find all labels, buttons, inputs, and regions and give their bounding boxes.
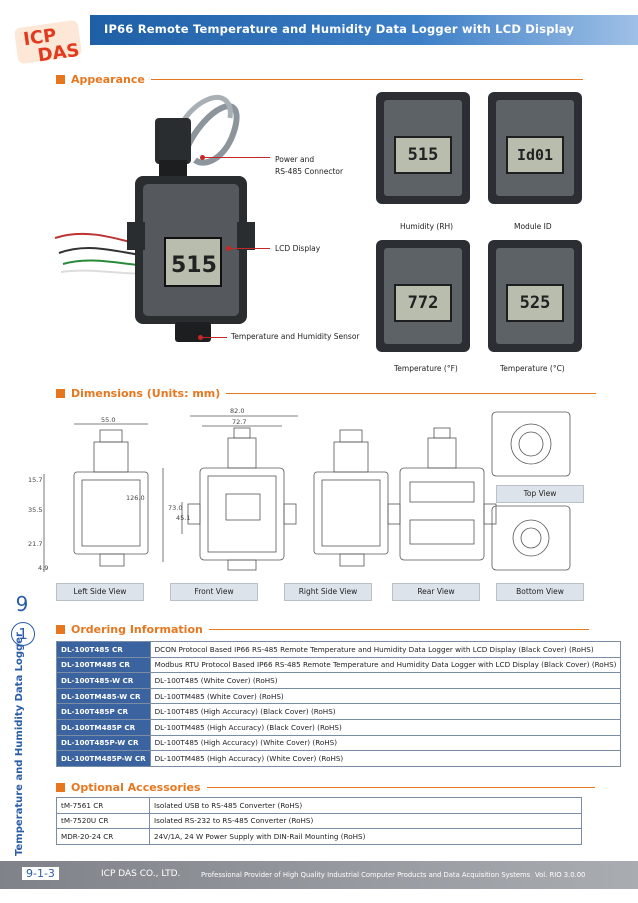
- bullet-icon: [56, 782, 65, 792]
- svg-text:21.7: 21.7: [28, 540, 42, 548]
- svg-text:45.1: 45.1: [176, 514, 190, 522]
- callout-lcd: LCD Display: [275, 244, 321, 253]
- bullet-icon: [56, 388, 65, 398]
- caption-humidity: Humidity (RH): [400, 222, 454, 231]
- footer-tagline: Professional Provider of High Quality In…: [201, 871, 531, 879]
- footer: 9-1-3 ICP DAS CO., LTD. Professional Pro…: [0, 861, 638, 889]
- svg-text:ICP: ICP: [22, 25, 58, 50]
- caption-temp-f: Temperature (°F): [394, 364, 458, 373]
- svg-text:15.7: 15.7: [28, 476, 42, 484]
- footer-version: Vol. RIO 3.0.00: [535, 871, 586, 879]
- callout-power: Power and: [275, 155, 315, 164]
- ordering-heading: Ordering Information: [56, 621, 589, 637]
- bullet-icon: [56, 74, 65, 84]
- label-bottom-view: Bottom View: [496, 583, 584, 601]
- caption-temp-c: Temperature (°C): [500, 364, 565, 373]
- title-bar: IP66 Remote Temperature and Humidity Dat…: [90, 15, 638, 45]
- svg-text:35.5: 35.5: [28, 506, 42, 514]
- label-left-side-view: Left Side View: [56, 583, 144, 601]
- svg-text:515: 515: [171, 253, 217, 278]
- chapter-number: 9: [15, 592, 29, 616]
- callout-connector: RS-485 Connector: [275, 167, 344, 176]
- label-rear-view: Rear View: [392, 583, 480, 601]
- appearance-heading: Appearance: [56, 71, 583, 87]
- label-top-view: Top View: [496, 485, 584, 503]
- label-right-side-view: Right Side View: [284, 583, 372, 601]
- label-front-view: Front View: [170, 583, 258, 601]
- section-number: 1: [11, 622, 35, 646]
- bullet-icon: [56, 624, 65, 634]
- dimensions-heading: Dimensions (Units: mm): [56, 385, 597, 401]
- vertical-section-title: Temperature and Humidity Data Logger: [14, 632, 25, 856]
- icp-das-logo: ICP DAS: [14, 20, 82, 67]
- accessories-heading: Optional Accessories: [56, 779, 595, 795]
- svg-text:4.9: 4.9: [38, 564, 48, 572]
- svg-text:72.7: 72.7: [232, 418, 246, 426]
- display-temp-c: 525: [488, 240, 582, 352]
- display-humidity: 515: [376, 92, 470, 204]
- svg-text:55.0: 55.0: [101, 416, 115, 424]
- svg-text:DAS: DAS: [36, 40, 80, 67]
- caption-module-id: Module ID: [514, 222, 552, 231]
- page-title: IP66 Remote Temperature and Humidity Dat…: [104, 22, 575, 36]
- device-photo: 515: [54, 95, 255, 342]
- display-temp-f: 772: [376, 240, 470, 352]
- display-module-id: Id01: [488, 92, 582, 204]
- page-number: 9-1-3: [22, 867, 59, 880]
- dimension-drawings: 55.0 82.0 72.7 15.7 35.5 21.7 4.9 126.0 …: [28, 407, 571, 572]
- svg-text:126.0: 126.0: [126, 494, 145, 502]
- svg-text:82.0: 82.0: [230, 407, 244, 415]
- callout-sensor: Temperature and Humidity Sensor: [231, 332, 360, 341]
- svg-text:73.0: 73.0: [168, 504, 182, 512]
- footer-company: ICP DAS CO., LTD.: [101, 869, 181, 879]
